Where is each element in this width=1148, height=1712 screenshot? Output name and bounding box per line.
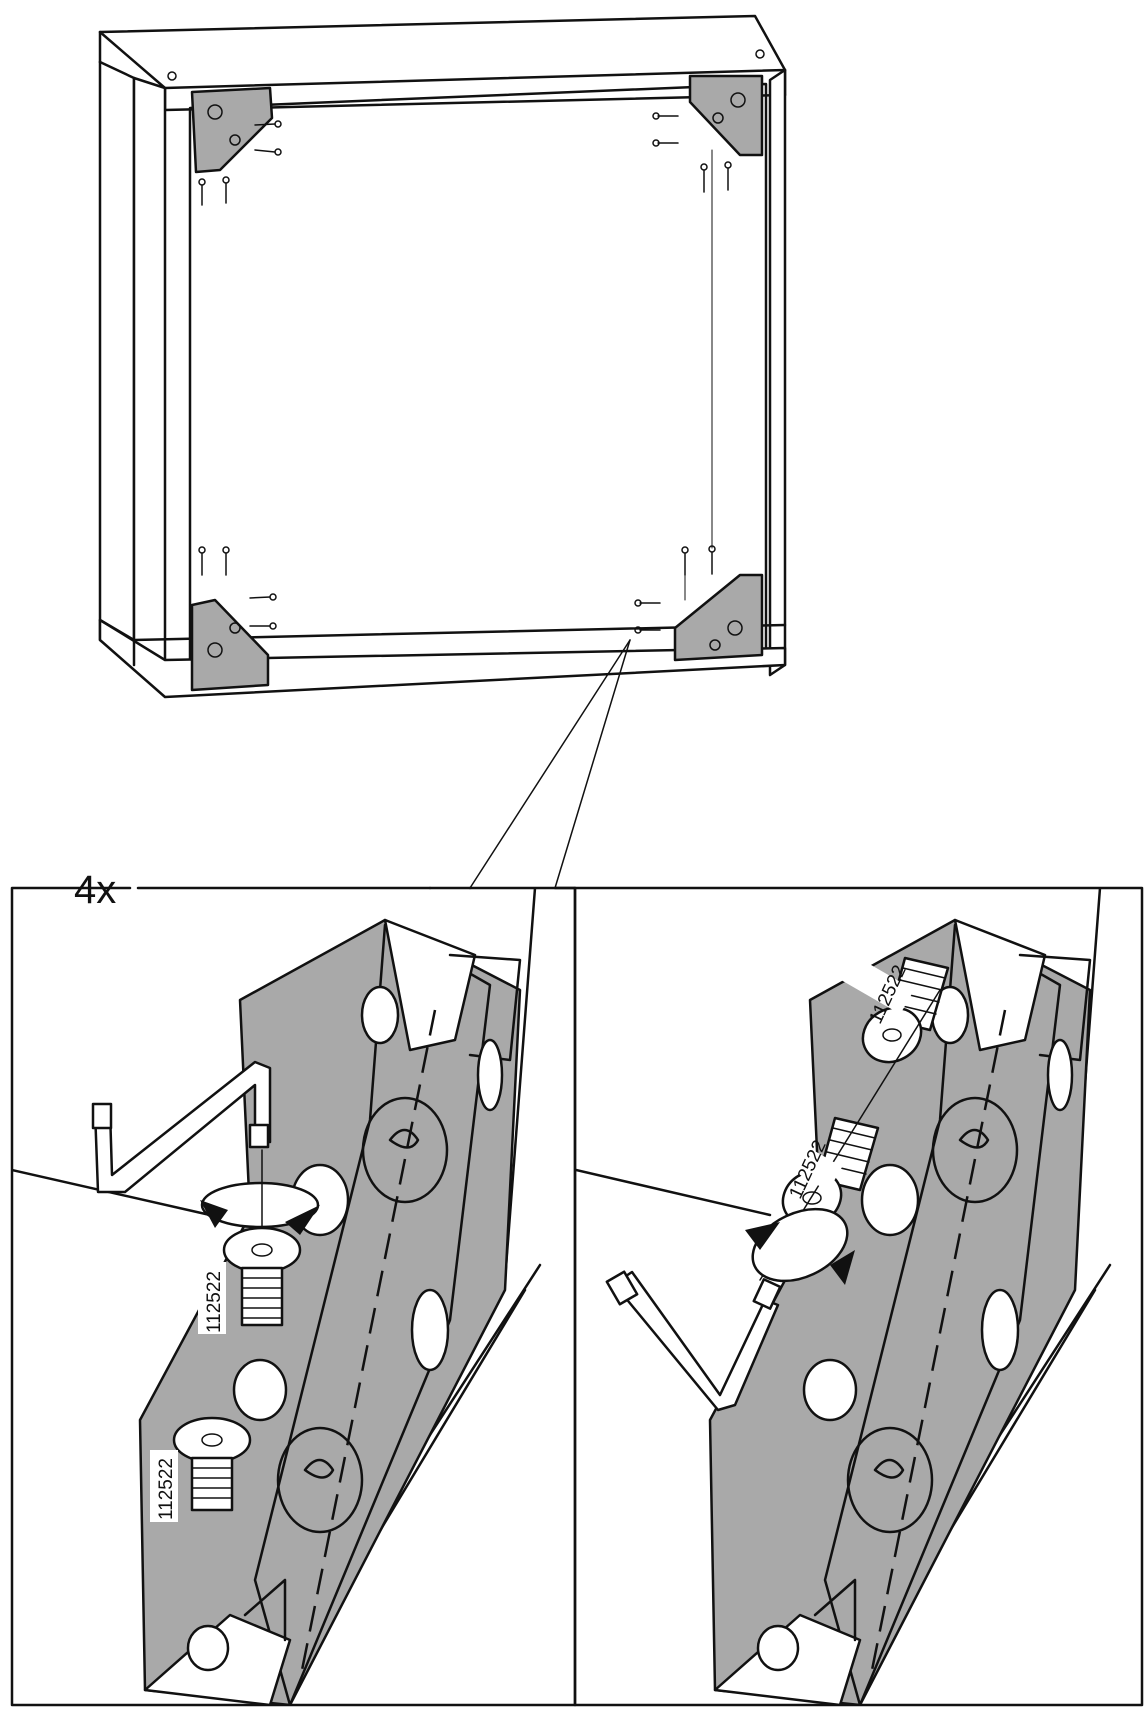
screw-icon	[222, 1226, 302, 1327]
corner-bracket-top-right	[688, 74, 764, 157]
count-label: 4x	[74, 868, 116, 912]
detail-left-scene: 112522 112522	[13, 889, 542, 1704]
detail-frame-left	[10, 886, 577, 1707]
screw-icon	[172, 1416, 252, 1512]
screw-icon	[861, 956, 950, 1064]
cabinet-frame	[98, 14, 787, 699]
corner-bracket-bottom-right	[673, 573, 764, 662]
detail-right-scene: 112522 112522	[576, 889, 1112, 1704]
part-number-label: 112522	[204, 1271, 225, 1333]
part-number-label: 112522	[156, 1458, 177, 1520]
corner-bracket-top-left	[190, 86, 274, 174]
corner-bracket-bottom-left	[190, 598, 270, 692]
zoom-callout	[469, 639, 631, 889]
cabinet-screws	[198, 112, 732, 634]
detail-frame-right	[573, 886, 1144, 1707]
